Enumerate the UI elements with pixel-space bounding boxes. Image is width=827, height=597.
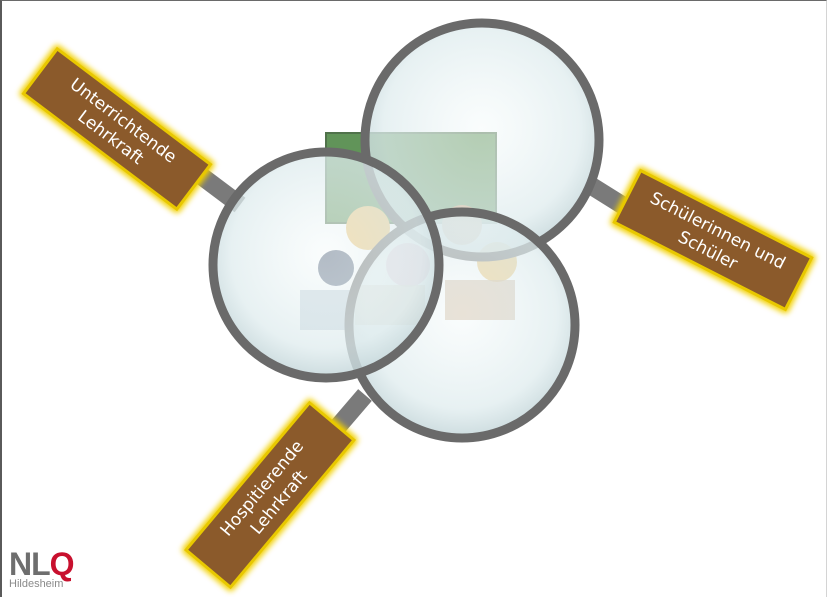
handle-observer: Hospitierende Lehrkraft (182, 398, 358, 592)
handle-students: Schülerinnen und Schüler (610, 166, 816, 314)
logo-text-accent: Q (49, 546, 75, 582)
lens-teacher (208, 147, 444, 383)
nlq-logo: NLQ Hildesheim (9, 548, 99, 594)
logo-text-main: NL (9, 546, 51, 582)
logo-wordmark: NLQ (9, 548, 99, 580)
logo-subtitle: Hildesheim (9, 578, 64, 590)
handle-teacher: Unterrichtende Lehrkraft (19, 44, 215, 214)
